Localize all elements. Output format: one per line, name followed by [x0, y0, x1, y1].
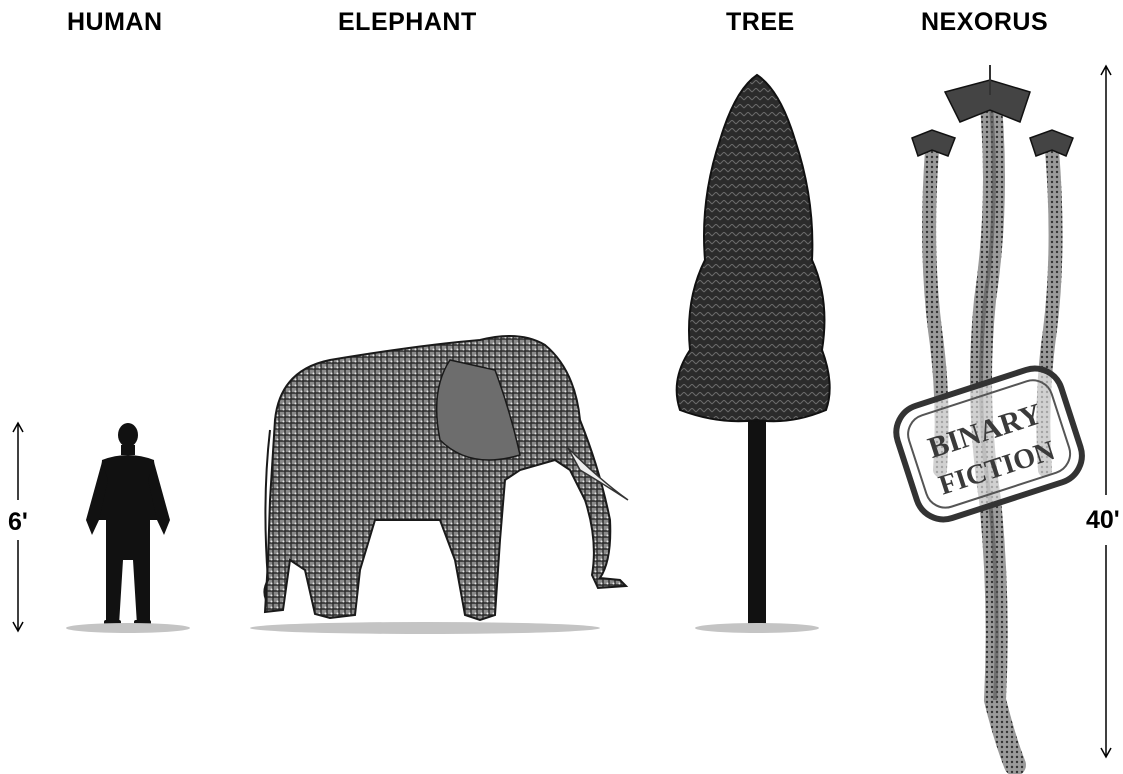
nexorus-height-arrow [1101, 66, 1111, 757]
human-figure [86, 423, 170, 627]
binary-fiction-stamp: BINARY FICTION [889, 361, 1089, 526]
tree-ground-shadow [695, 623, 819, 633]
tree-figure [677, 75, 830, 625]
elephant-ground-shadow [250, 622, 600, 634]
human-ground-shadow [66, 623, 190, 633]
human-height-arrow [13, 423, 23, 631]
elephant-figure [264, 336, 628, 620]
